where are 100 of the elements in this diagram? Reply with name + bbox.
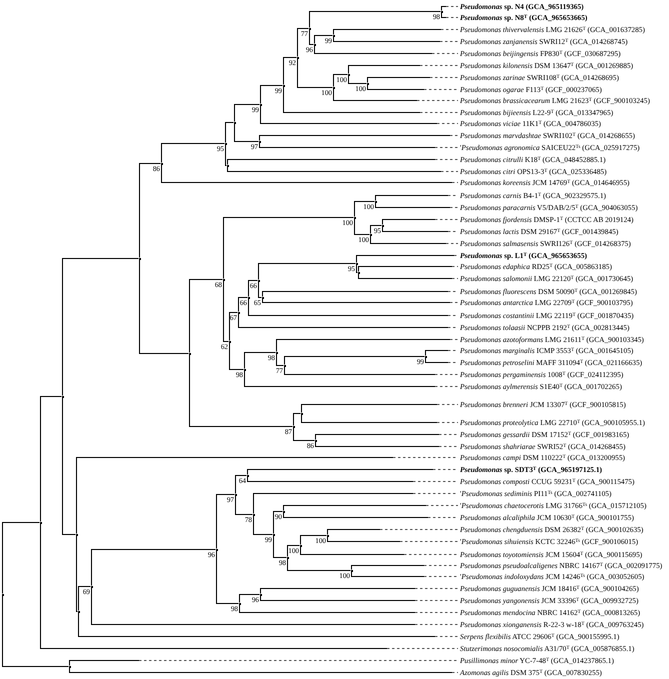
tree-branch [356, 255, 454, 263]
tree-branch [62, 397, 76, 535]
tree-branch [297, 58, 333, 88]
tree-branch [358, 273, 452, 279]
tree-branch [2, 595, 69, 667]
tree-branch [297, 28, 309, 57]
tree-branch [253, 493, 414, 514]
tree-branch [283, 505, 426, 511]
tree-branch [301, 414, 438, 423]
tree-branch [276, 339, 450, 352]
tree-branch [189, 279, 223, 353]
tree-branch [284, 356, 425, 365]
tree-branch [139, 163, 161, 258]
tree-branch [223, 280, 229, 342]
tree-branch [247, 469, 434, 475]
tree-branch [262, 291, 448, 297]
tree-branch [40, 523, 388, 649]
tree-branch [253, 515, 273, 535]
tree-branch [238, 313, 448, 328]
tree-branch [260, 85, 283, 104]
tree-branch [229, 342, 244, 370]
tree-branch [284, 366, 436, 375]
tree-branch [216, 550, 239, 604]
tree-branch [69, 667, 452, 673]
tree-branch [425, 357, 448, 363]
tree-branch [354, 201, 375, 217]
tree-branch [356, 264, 358, 273]
tree-branch [287, 558, 351, 571]
tree-branch [273, 535, 287, 558]
tree-branch [370, 225, 382, 234]
tree-branch [348, 65, 420, 74]
tree-branch [69, 660, 140, 666]
tree-branch [225, 122, 234, 143]
tree-branch [258, 281, 262, 298]
tree-branch [348, 75, 367, 84]
tree-branch [314, 35, 333, 44]
tree-branch [235, 495, 253, 515]
tree-branch [382, 226, 448, 232]
tree-branch [244, 370, 436, 387]
tree-branch [375, 195, 448, 201]
tree-branch [354, 218, 370, 235]
tree-branch [260, 105, 438, 124]
tree-branch [238, 297, 248, 312]
tree-branch [262, 298, 450, 303]
tree-branch [247, 476, 414, 482]
tree-branch [189, 354, 293, 427]
tree-branch [76, 457, 394, 534]
tree-branch [239, 594, 260, 603]
tree-branch [327, 529, 380, 535]
tree-branch [78, 612, 436, 637]
tree-branch [327, 536, 400, 542]
tree-branch [76, 535, 78, 612]
tree-branch [239, 604, 416, 613]
tree-branch [309, 29, 314, 45]
tree-branch [2, 522, 40, 594]
tree-branch [139, 259, 189, 354]
tree-branch [273, 511, 283, 534]
tree-branch [425, 350, 448, 356]
tree-branch [248, 280, 258, 297]
tree-branch [315, 441, 440, 447]
tree-branch [234, 123, 259, 142]
tree-branch [300, 546, 404, 555]
tree-branch [260, 595, 416, 601]
tree-branch [227, 159, 436, 165]
tree-branch [161, 143, 225, 163]
tree-branch [216, 494, 235, 549]
tree-branch [91, 549, 216, 586]
tree-branch [300, 535, 327, 545]
tree-branch [223, 217, 354, 279]
tree-branch [283, 86, 420, 113]
tree-branch [367, 84, 424, 90]
tree-branch [283, 512, 428, 518]
tree-branch [375, 202, 450, 208]
tree-branch [40, 396, 62, 522]
tree-branch [161, 164, 452, 183]
tree-branch [351, 565, 424, 570]
tree-branch [227, 166, 442, 172]
tree-branch [235, 475, 247, 494]
tree-branch [293, 413, 301, 426]
tree-branch [248, 298, 448, 316]
tree-branch [309, 11, 441, 28]
tree-branch [301, 404, 438, 413]
tree-branch [314, 45, 432, 54]
tree-branch [333, 36, 440, 42]
tree-branch [258, 263, 356, 280]
tree-branch [225, 144, 227, 166]
tree-branch [382, 219, 436, 225]
tree-branch [259, 142, 436, 148]
tree-branch [283, 57, 297, 85]
tree-branch [367, 77, 430, 83]
tree-branch [333, 74, 348, 87]
tree-branch [287, 545, 300, 557]
tree-branch [315, 434, 440, 440]
tree-branch [276, 353, 284, 366]
tree-branch [333, 88, 418, 101]
tree-branch [441, 12, 446, 18]
tree-branch [441, 6, 446, 11]
tree-branch [234, 104, 260, 122]
tree-branch [62, 258, 139, 396]
tree-branch [260, 588, 416, 594]
